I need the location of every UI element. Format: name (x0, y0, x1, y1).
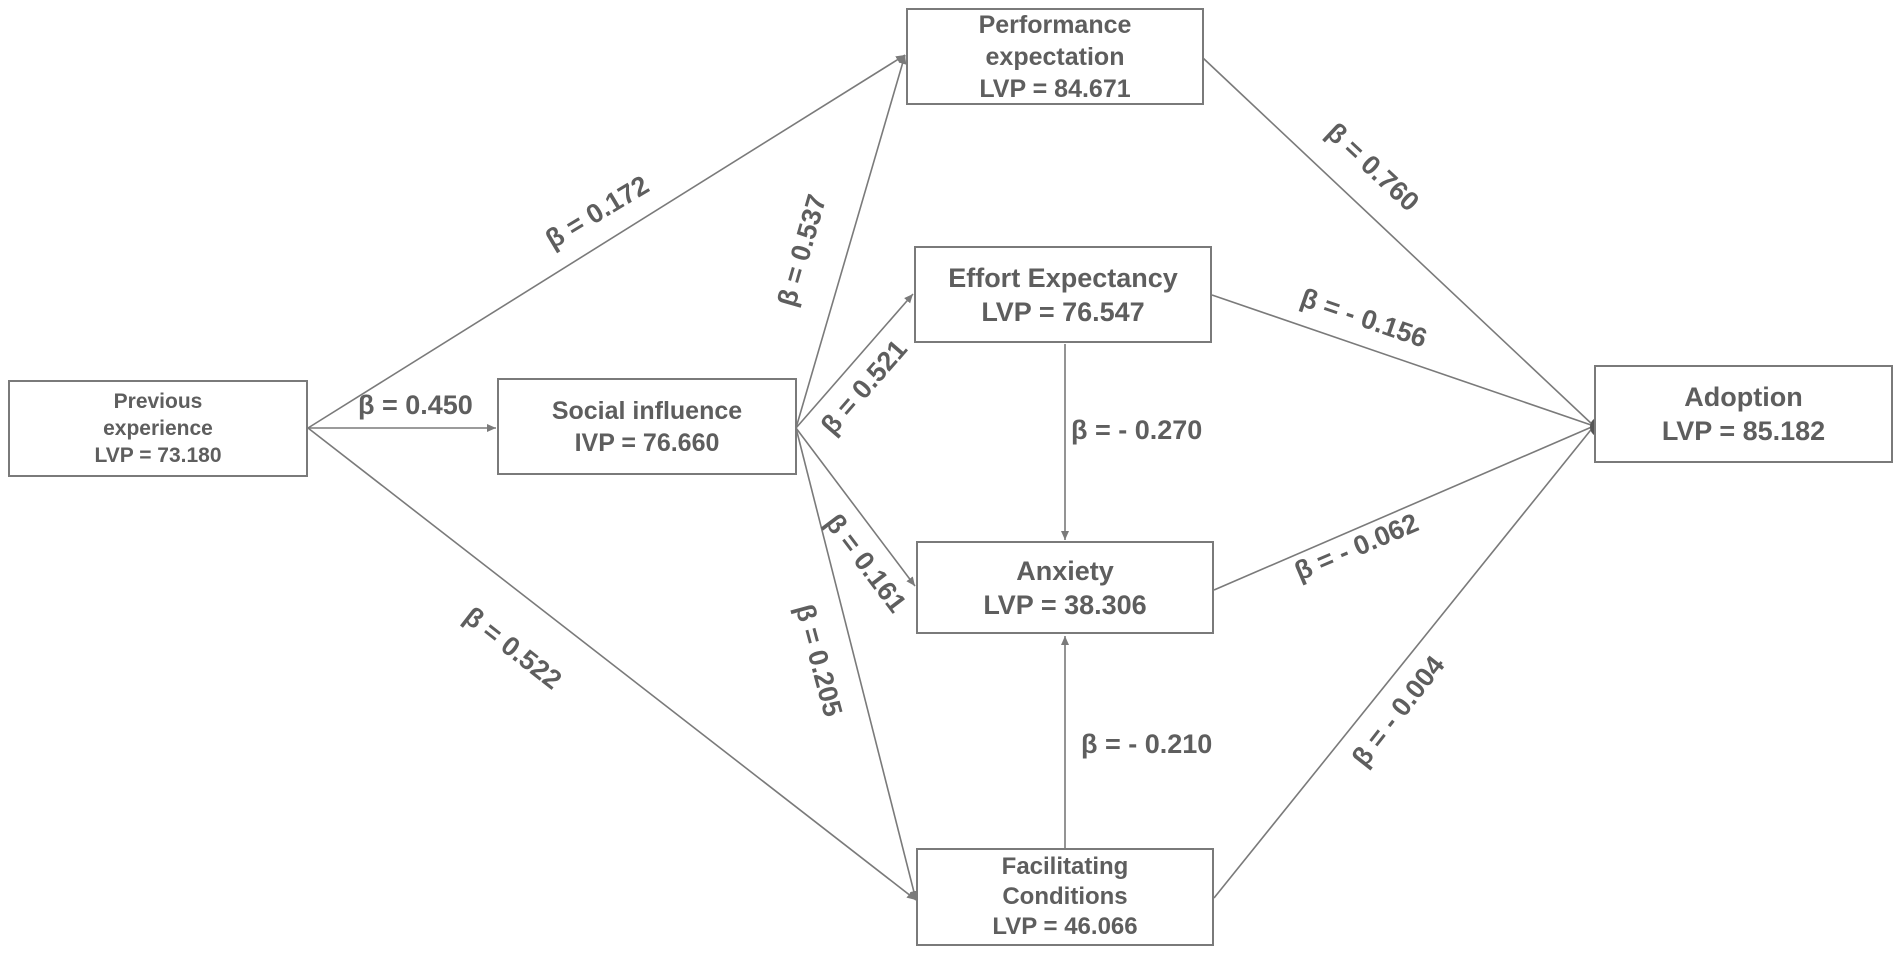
node-previous-experience: Previous experience LVP = 73.180 (8, 380, 308, 477)
performance-lvp: LVP = 84.671 (979, 74, 1131, 103)
performance-line2: expectation (985, 42, 1125, 71)
edge-performance-to-adoption (1202, 57, 1595, 427)
effort-expectancy-lvp: LVP = 76.547 (981, 296, 1145, 327)
facilitating-line2: Conditions (1002, 883, 1128, 910)
anxiety-lvp: LVP = 38.306 (983, 589, 1147, 620)
coef-previous-to-social: β = 0.450 (358, 390, 473, 420)
node-performance-expectation: Performance expectation LVP = 84.671 (906, 8, 1204, 105)
social-influence-label: Social influence (551, 396, 743, 425)
node-adoption: Adoption LVP = 85.182 (1594, 365, 1893, 463)
edge-previous-to-performance (307, 54, 906, 429)
edge-social-to-effort (795, 293, 914, 429)
node-social-influence: Social influence IVP = 76.660 (497, 378, 797, 475)
previous-experience-lvp: LVP = 73.180 (94, 444, 222, 467)
node-facilitating-conditions: Facilitating Conditions LVP = 46.066 (916, 848, 1214, 946)
facilitating-lvp: LVP = 46.066 (992, 913, 1138, 940)
edge-social-to-performance (795, 54, 907, 429)
edge-effort-to-adoption (1211, 294, 1595, 427)
edge-previous-to-facilitating (307, 427, 917, 901)
previous-experience-line1: Previous (113, 390, 203, 413)
edge-social-to-facilitating (795, 427, 918, 901)
anxiety-label: Anxiety (1016, 555, 1114, 586)
facilitating-line1: Facilitating (1001, 853, 1129, 880)
node-effort-expectancy: Effort Expectancy LVP = 76.547 (914, 246, 1212, 343)
node-anxiety: Anxiety LVP = 38.306 (916, 541, 1214, 634)
coef-effort-to-anxiety: β = - 0.270 (1071, 415, 1203, 445)
edge-anxiety-to-adoption (1213, 425, 1595, 591)
edge-social-to-anxiety (795, 427, 916, 587)
edge-facilitating-to-adoption (1213, 425, 1595, 899)
coef-facilitating-to-anxiety: β = - 0.210 (1081, 729, 1213, 759)
adoption-lvp: LVP = 85.182 (1661, 416, 1826, 446)
previous-experience-line2: experience (103, 417, 213, 440)
effort-expectancy-label: Effort Expectancy (948, 262, 1178, 293)
social-influence-ivp: IVP = 76.660 (574, 428, 720, 457)
adoption-label: Adoption (1684, 382, 1803, 412)
performance-line1: Performance (978, 10, 1132, 39)
